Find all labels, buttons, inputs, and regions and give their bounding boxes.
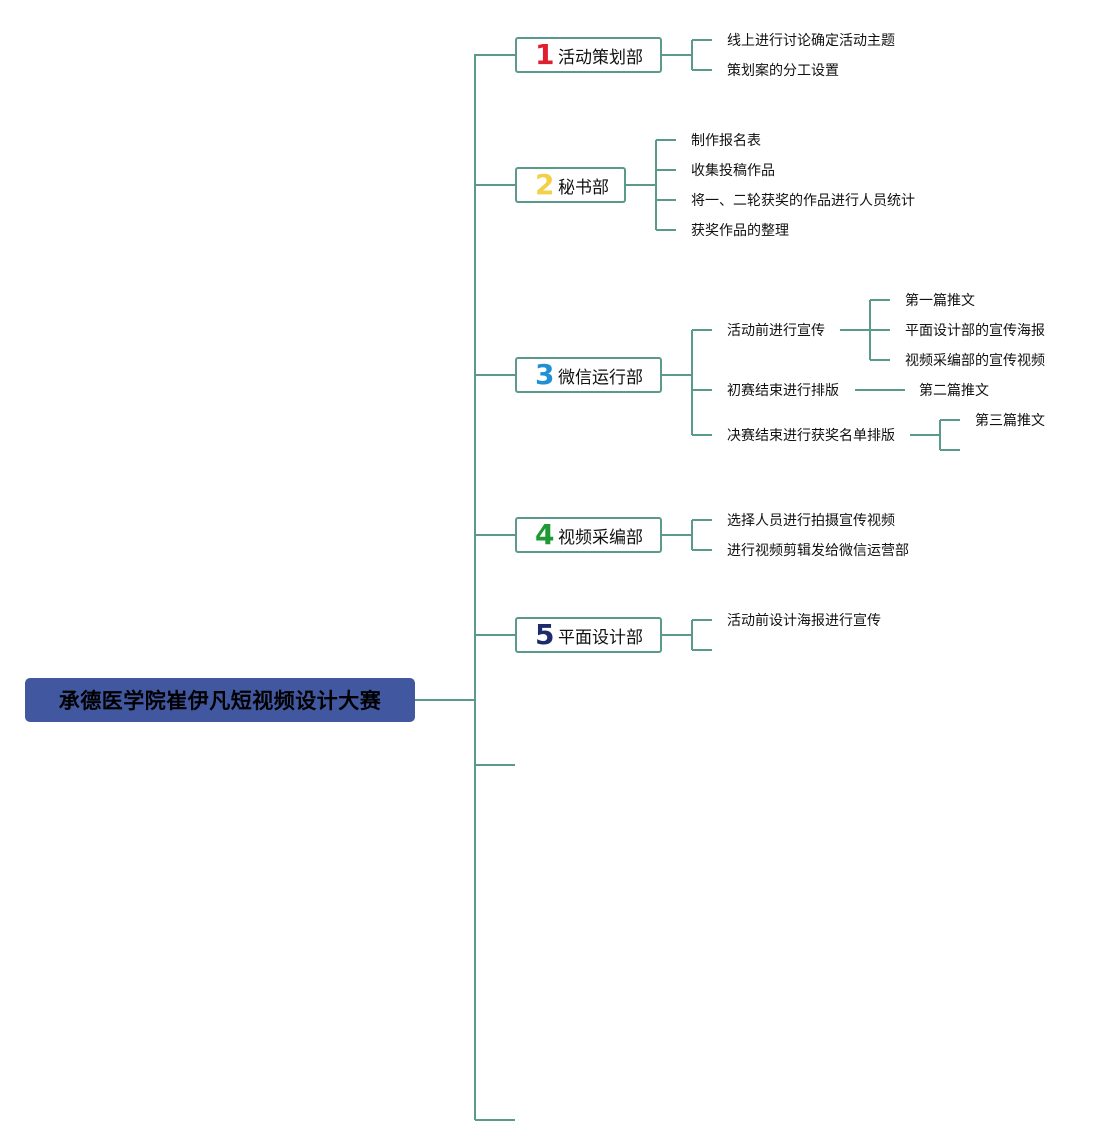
leaf-topic[interactable]: 进行视频剪辑发给微信运营部 xyxy=(727,543,909,559)
root-title: 承德医学院崔伊凡短视频设计大赛 xyxy=(58,689,382,713)
subtopic-preliminary[interactable]: 初赛结束进行排版 xyxy=(727,383,839,399)
root-node[interactable]: 承德医学院崔伊凡短视频设计大赛 xyxy=(25,678,415,722)
dept-node-graphic[interactable]: 5 平面设计部 xyxy=(515,617,662,653)
dept-node-video[interactable]: 4 视频采编部 xyxy=(515,517,662,553)
dept-label: 视频采编部 xyxy=(558,527,643,548)
leaf-topic[interactable]: 将一、二轮获奖的作品进行人员统计 xyxy=(691,193,915,209)
dept-label: 平面设计部 xyxy=(558,627,643,648)
dept-label: 活动策划部 xyxy=(558,47,643,68)
dept-node-wechat[interactable]: 3 微信运行部 xyxy=(515,357,662,393)
dept-number-4: 4 xyxy=(535,518,555,551)
dept-node-planning[interactable]: 1 活动策划部 xyxy=(515,37,662,73)
leaf-topic[interactable]: 获奖作品的整理 xyxy=(691,223,789,239)
dept-number-3: 3 xyxy=(535,358,555,391)
dept-number-5: 5 xyxy=(535,618,555,651)
dept-number-1: 1 xyxy=(535,38,555,71)
leaf-topic[interactable]: 第二篇推文 xyxy=(919,383,989,399)
subtopic-pre-event[interactable]: 活动前进行宣传 xyxy=(727,323,825,339)
subtopic-final[interactable]: 决赛结束进行获奖名单排版 xyxy=(727,428,895,444)
leaf-topic[interactable]: 活动前设计海报进行宣传 xyxy=(727,613,881,629)
leaf-topic[interactable]: 收集投稿作品 xyxy=(691,163,775,179)
dept-label: 秘书部 xyxy=(558,177,609,198)
dept-node-secretariat[interactable]: 2 秘书部 xyxy=(515,167,626,203)
leaf-topic[interactable]: 制作报名表 xyxy=(691,133,761,149)
leaf-topic[interactable]: 视频采编部的宣传视频 xyxy=(905,353,1045,369)
leaf-topic[interactable]: 策划案的分工设置 xyxy=(727,63,839,79)
leaf-topic[interactable]: 第一篇推文 xyxy=(905,293,975,309)
leaf-topic[interactable]: 第三篇推文 xyxy=(975,413,1045,429)
leaf-topic[interactable]: 线上进行讨论确定活动主题 xyxy=(727,33,895,49)
dept-number-2: 2 xyxy=(535,168,555,201)
dept-label: 微信运行部 xyxy=(558,367,643,388)
leaf-topic[interactable]: 平面设计部的宣传海报 xyxy=(905,323,1045,339)
leaf-topic[interactable]: 选择人员进行拍摄宣传视频 xyxy=(727,513,895,529)
